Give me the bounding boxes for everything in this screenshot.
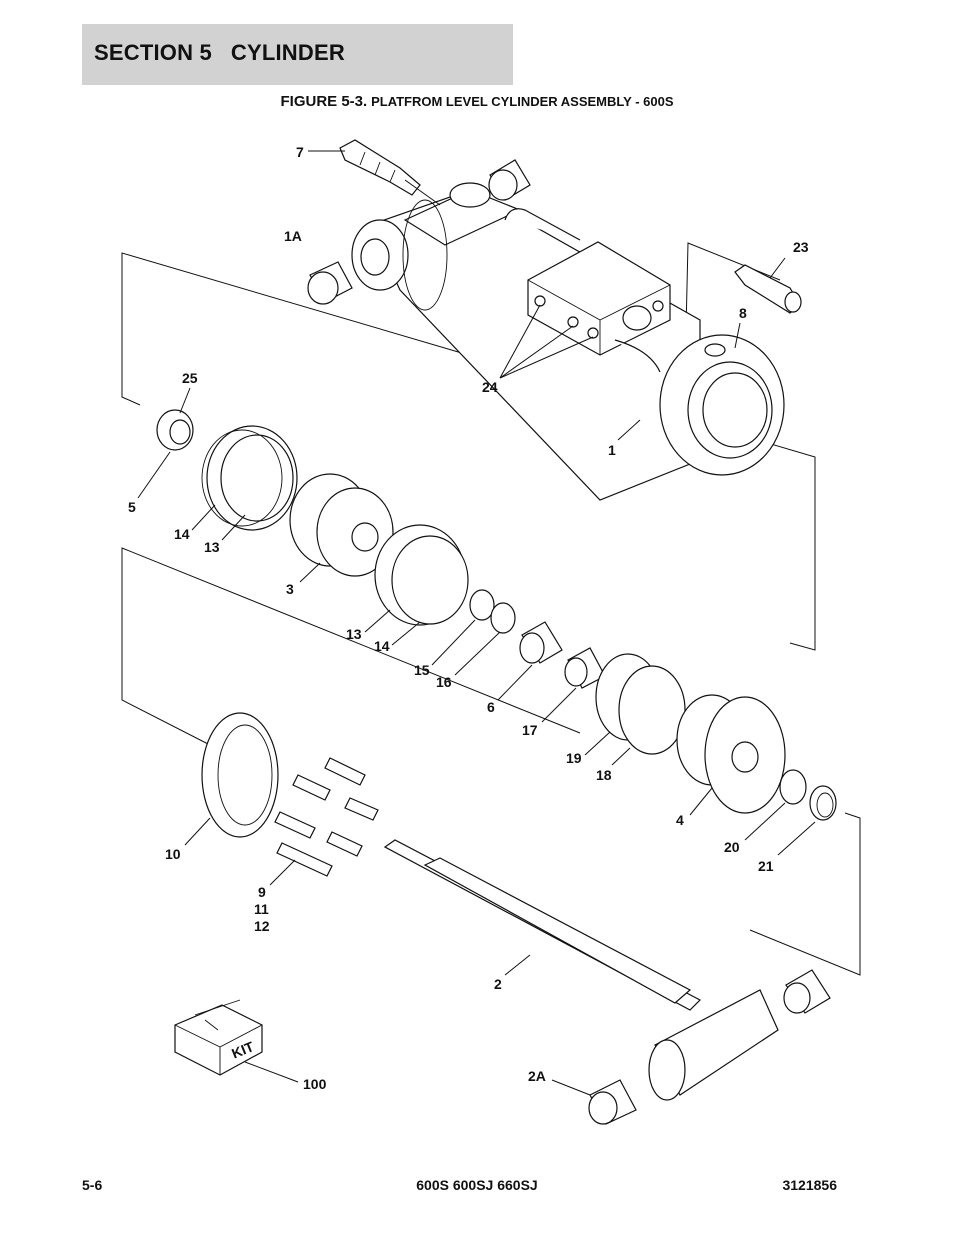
section-title: SECTION 5 CYLINDER <box>94 40 345 65</box>
kit-box-100: KIT <box>174 999 263 1076</box>
bushing-rod-right <box>783 969 831 1014</box>
callout-14-upper: 14 <box>174 526 190 542</box>
callout-17: 17 <box>522 722 538 738</box>
model-numbers: 600S 600SJ 660SJ <box>416 1177 538 1193</box>
callout-16: 16 <box>436 674 452 690</box>
callout-11: 11 <box>254 901 269 917</box>
bushing-1a <box>307 261 353 305</box>
seal-21 <box>809 785 837 821</box>
piston-rod-2 <box>383 839 779 1101</box>
callout-12: 12 <box>254 918 270 934</box>
callout-14-lower: 14 <box>374 638 390 654</box>
page-number: 5-6 <box>82 1177 103 1193</box>
callout-23: 23 <box>793 239 809 255</box>
fitting-23 <box>734 264 802 314</box>
callout-2: 2 <box>494 976 502 992</box>
fitting-7 <box>339 139 421 196</box>
kit-label: KIT <box>229 1038 256 1061</box>
valve-block <box>527 241 671 373</box>
callout-2a: 2A <box>528 1068 546 1084</box>
piston-3 <box>289 473 394 577</box>
callout-10: 10 <box>165 846 181 862</box>
cylinder-barrel <box>351 182 701 501</box>
callout-20: 20 <box>724 839 740 855</box>
figure-title: PLATFROM LEVEL CYLINDER ASSEMBLY - 600S <box>371 94 674 109</box>
callout-100: 100 <box>303 1076 327 1092</box>
bolts-9-11-12 <box>274 757 379 877</box>
spacer-6 <box>519 621 563 664</box>
document-number: 3121856 <box>782 1177 837 1193</box>
figure-caption: FIGURE 5-3. PLATFROM LEVEL CYLINDER ASSE… <box>0 93 954 110</box>
gasket-10 <box>201 712 279 838</box>
callout-1: 1 <box>608 442 616 458</box>
callout-15: 15 <box>414 662 430 678</box>
callout-6: 6 <box>487 699 495 715</box>
callout-9: 9 <box>258 884 266 900</box>
callout-13-lower: 13 <box>346 626 362 642</box>
seal-set-upper <box>201 425 298 531</box>
callout-1a: 1A <box>284 228 302 244</box>
callout-19: 19 <box>566 750 582 766</box>
callout-18: 18 <box>596 767 612 783</box>
o-rings-19-18 <box>595 653 686 755</box>
callout-7: 7 <box>296 144 304 160</box>
leader-lines <box>137 150 816 1096</box>
lower-assembly-frame <box>121 547 861 976</box>
callout-25: 25 <box>182 370 198 386</box>
callout-21: 21 <box>758 858 774 874</box>
callout-8: 8 <box>739 305 747 321</box>
callout-labels: 7 1A 23 8 24 25 1 5 14 13 3 13 14 15 16 … <box>128 144 809 1092</box>
lock-nut-5 <box>156 409 194 451</box>
section-header: SECTION 5 CYLINDER <box>82 24 513 85</box>
rings-15-16 <box>469 589 516 634</box>
callout-4: 4 <box>676 812 684 828</box>
wiper-20 <box>779 769 807 805</box>
seal-set-lower <box>374 524 469 626</box>
bushing-2a <box>588 1079 637 1125</box>
figure-number: FIGURE 5-3. <box>280 93 368 110</box>
cylinder-head-4 <box>676 694 786 814</box>
callout-5: 5 <box>128 499 136 515</box>
bushing-top <box>488 159 531 201</box>
cylinder-flange <box>659 334 785 476</box>
callout-24: 24 <box>482 379 498 395</box>
callout-13-upper: 13 <box>204 539 220 555</box>
callout-3: 3 <box>286 581 294 597</box>
